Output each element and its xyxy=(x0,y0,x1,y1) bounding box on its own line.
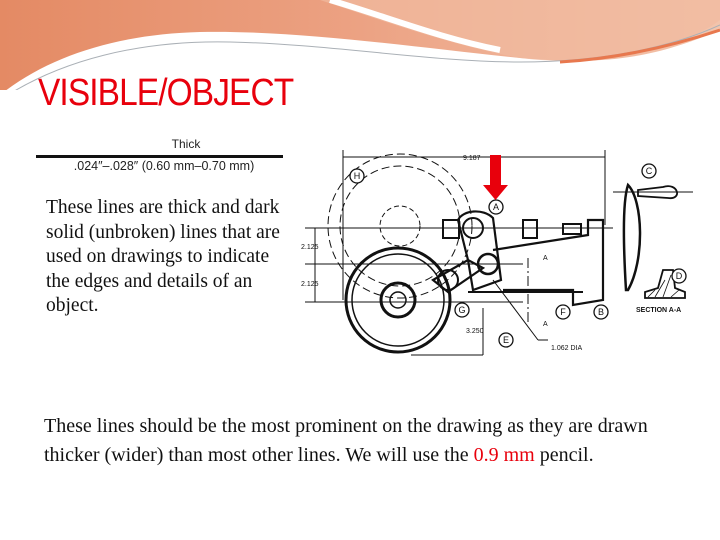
dim-hole-dia: 1.062 DIA xyxy=(551,345,582,352)
callout-h: H xyxy=(354,171,361,181)
callout-g: G xyxy=(458,305,465,315)
section-label: SECTION A-A xyxy=(636,307,681,314)
dim-upper-height: 2.125 xyxy=(301,244,319,251)
line-spec-figure: Thick .024″–.028″ (0.60 mm–0.70 mm) xyxy=(28,130,294,180)
header-swoosh-decoration xyxy=(0,0,720,90)
technical-drawing: H A C D E F B G 9.187 2.125 2.125 3.250 … xyxy=(283,140,720,402)
line-spec-range: .024″–.028″ (0.60 mm–0.70 mm) xyxy=(73,159,255,173)
callout-b: B xyxy=(598,307,604,317)
slide-title: VISIBLE/OBJECT xyxy=(38,72,294,114)
section-marker-top: A xyxy=(543,255,548,262)
dim-lower-height: 2.125 xyxy=(301,281,319,288)
note-text-after: pencil. xyxy=(534,444,594,466)
line-spec-label: Thick xyxy=(171,137,201,151)
dim-overall-width: 9.187 xyxy=(463,155,481,162)
thick-line-sample xyxy=(36,155,294,158)
note-text-before: These lines should be the most prominent… xyxy=(44,415,648,466)
callout-f: F xyxy=(560,307,566,317)
section-marker-bottom: A xyxy=(543,321,548,328)
callout-a: A xyxy=(493,202,499,212)
note-text: These lines should be the most prominent… xyxy=(44,412,664,470)
pencil-size-highlight: 0.9 mm xyxy=(473,444,535,466)
callout-e: E xyxy=(503,335,509,345)
callout-d: D xyxy=(676,271,683,281)
red-arrow-icon xyxy=(483,155,508,200)
callout-c: C xyxy=(646,166,653,176)
description-text: These lines are thick and dark solid (un… xyxy=(46,197,280,316)
dim-offset: 3.250 xyxy=(466,328,484,335)
